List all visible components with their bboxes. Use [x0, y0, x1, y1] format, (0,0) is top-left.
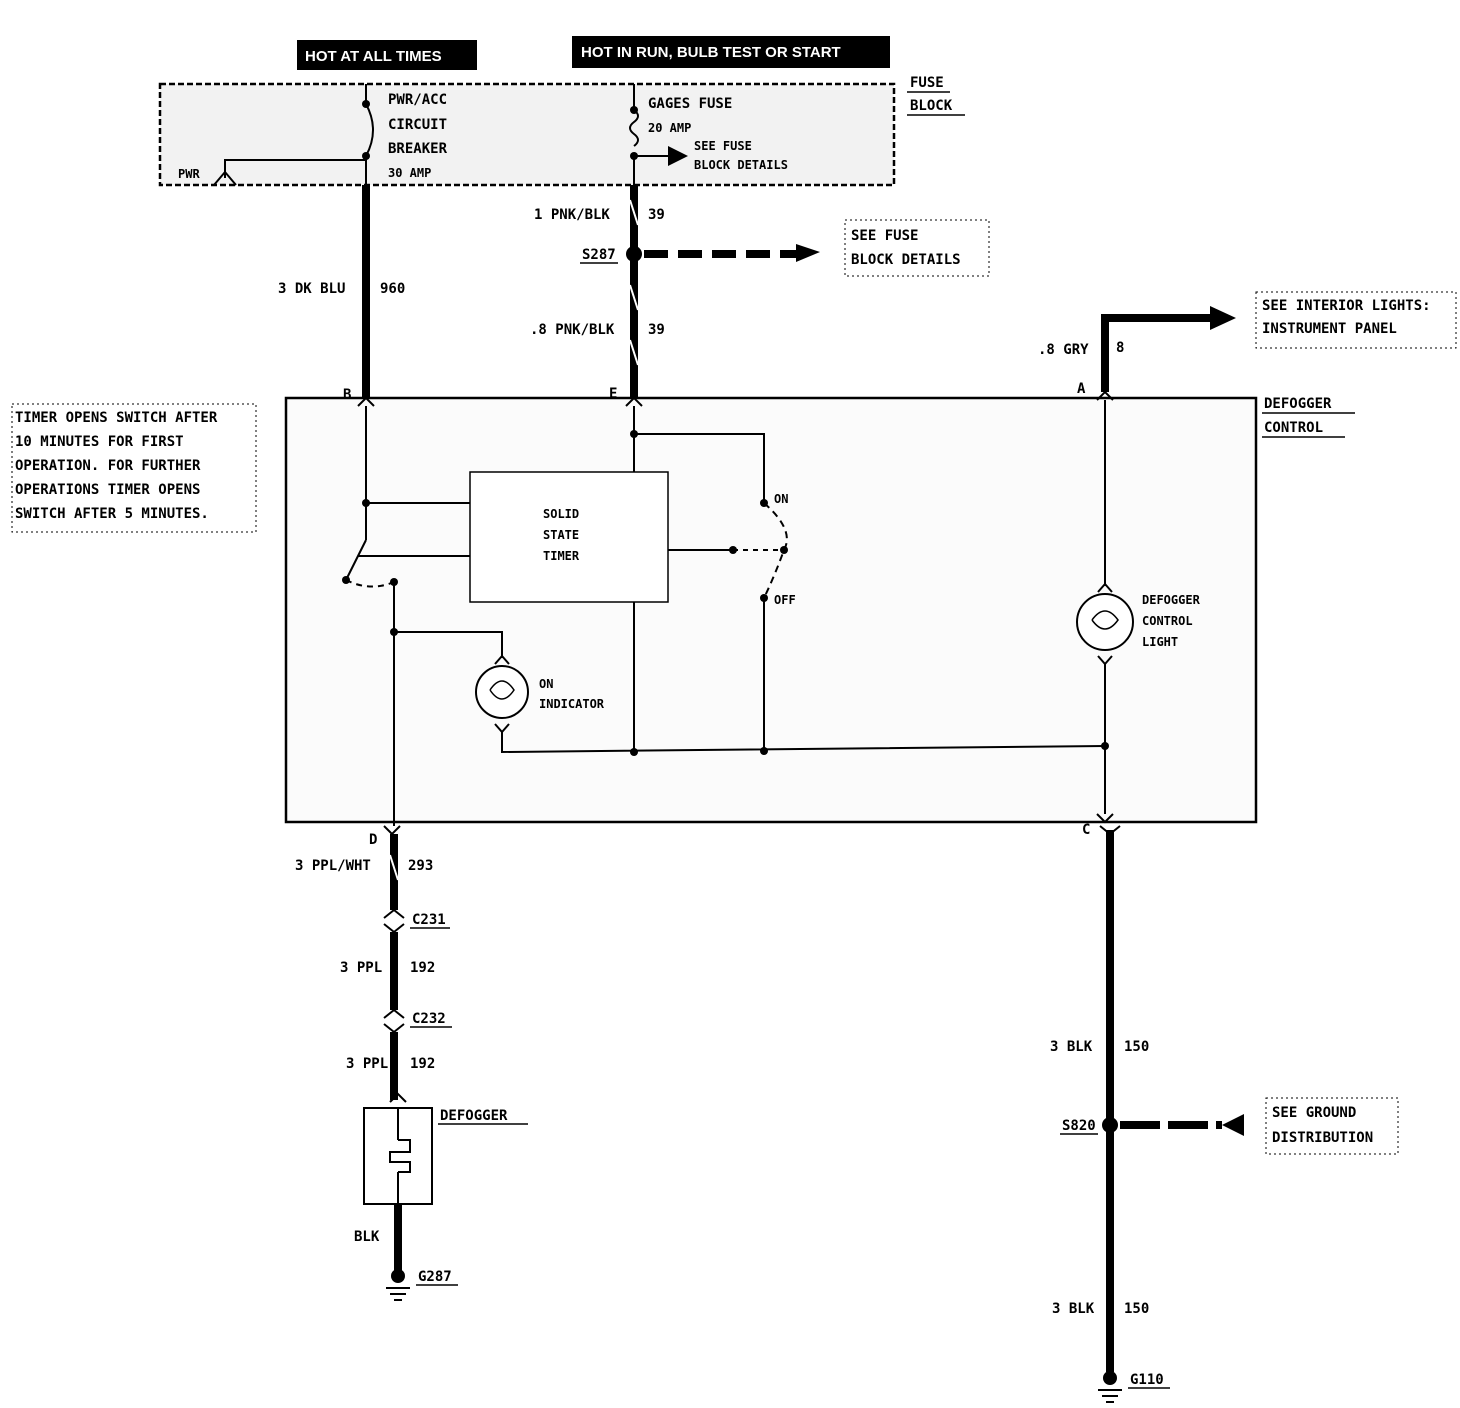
wire-960-circuit: 960 — [380, 281, 405, 297]
breaker-line1: PWR/ACC — [388, 92, 447, 108]
splice-s820-label: S820 — [1062, 1118, 1096, 1134]
timer-line2: STATE — [543, 528, 579, 542]
wire-39-upper-circuit: 39 — [648, 207, 665, 223]
defogger-label: DEFOGGER — [440, 1108, 508, 1124]
breaker-line3: BREAKER — [388, 141, 448, 157]
splice-s287-label: S287 — [582, 247, 616, 263]
wire-150-upper-circuit: 150 — [1124, 1039, 1149, 1055]
wire-blk-defogger-gauge: BLK — [354, 1229, 380, 1245]
banner-hot-in-run: HOT IN RUN, BULB TEST OR START — [572, 36, 890, 68]
wire-39-upper-gauge: 1 PNK/BLK — [534, 207, 610, 223]
timer-note-line2: 10 MINUTES FOR FIRST — [15, 434, 184, 450]
defogger-control-light-bulb — [1076, 582, 1134, 666]
connector-c232: C232 — [383, 1008, 452, 1034]
defogger-control-name-line1: DEFOGGER — [1264, 396, 1332, 412]
wire-192-upper-gauge: 3 PPL — [340, 960, 382, 976]
fuse-see-line1: SEE FUSE — [694, 139, 752, 153]
control-light-line2: CONTROL — [1142, 614, 1193, 628]
on-indicator-line2: INDICATOR — [539, 697, 605, 711]
splice-s287: S287 — [580, 244, 820, 264]
breaker-line2: CIRCUIT — [388, 117, 447, 133]
gages-fuse-symbol — [629, 84, 688, 185]
wire-8-circuit: 8 — [1116, 340, 1124, 356]
wire-960-gauge: 3 DK BLU — [278, 281, 345, 297]
fuse-block-name-line1: FUSE — [910, 75, 944, 91]
ref-fuse-block-details: SEE FUSE BLOCK DETAILS — [844, 219, 990, 277]
connector-c231: C231 — [383, 908, 450, 934]
wire-150-upper-gauge: 3 BLK — [1050, 1039, 1093, 1055]
connector-c231-label: C231 — [412, 912, 446, 928]
on-indicator-line1: ON — [539, 677, 553, 691]
ref-interior-line1: SEE INTERIOR LIGHTS: — [1262, 298, 1431, 314]
defogger-control-module: DEFOGGER CONTROL B E A D C SOLID STATE T… — [284, 381, 1355, 848]
fuse-amp: 20 AMP — [648, 121, 691, 135]
wire-293: 3 PPL/WHT 293 — [295, 834, 433, 910]
circuit-breaker-symbol — [213, 84, 374, 186]
fuse-see-line2: BLOCK DETAILS — [694, 158, 788, 172]
ground-g110: G110 — [1098, 1371, 1170, 1403]
pin-c-label: C — [1082, 822, 1090, 838]
fuse-block: FUSE BLOCK PWR PWR/ACC CIRCUIT BREAKER 3… — [158, 75, 965, 187]
timer-note-line5: SWITCH AFTER 5 MINUTES. — [15, 506, 209, 522]
connector-c232-label: C232 — [412, 1011, 446, 1027]
ref-ground-line1: SEE GROUND — [1272, 1105, 1356, 1121]
ref-ground-distribution: SEE GROUND DISTRIBUTION — [1265, 1097, 1399, 1155]
switch-on-label: ON — [774, 492, 788, 506]
wire-192-upper-circuit: 192 — [410, 960, 435, 976]
wire-293-circuit: 293 — [408, 858, 433, 874]
wire-293-gauge: 3 PPL/WHT — [295, 858, 371, 874]
wire-39: 1 PNK/BLK 39 .8 PNK/BLK 39 — [530, 185, 665, 398]
wire-blk-defogger: BLK — [354, 1204, 402, 1272]
wire-192-lower-gauge: 3 PPL — [346, 1056, 388, 1072]
splice-s820: S820 — [1060, 1114, 1244, 1136]
pin-d-label: D — [369, 832, 377, 848]
ground-g110-label: G110 — [1130, 1372, 1164, 1388]
pin-b-label: B — [343, 387, 351, 403]
ref-fuse-details-line1: SEE FUSE — [851, 228, 918, 244]
wire-192-lower: 3 PPL 192 — [346, 1032, 435, 1100]
ground-g287-label: G287 — [418, 1269, 452, 1285]
breaker-amp: 30 AMP — [388, 166, 431, 180]
banner-hot-at-all-times-text: HOT AT ALL TIMES — [305, 48, 442, 65]
timer-note: TIMER OPENS SWITCH AFTER 10 MINUTES FOR … — [11, 403, 257, 533]
pin-a-label: A — [1077, 381, 1086, 397]
banner-hot-in-run-text: HOT IN RUN, BULB TEST OR START — [581, 44, 841, 61]
wire-150: 3 BLK 150 3 BLK 150 — [1050, 825, 1149, 1372]
wire-960: 3 DK BLU 960 — [278, 185, 405, 398]
pin-e-label: E — [609, 386, 617, 402]
wire-150-lower-circuit: 150 — [1124, 1301, 1149, 1317]
wire-192-upper: 3 PPL 192 — [340, 932, 435, 1010]
banner-hot-at-all-times: HOT AT ALL TIMES — [297, 40, 477, 70]
ground-g287: G287 — [386, 1269, 458, 1301]
ref-ground-line2: DISTRIBUTION — [1272, 1130, 1373, 1146]
wire-192-lower-circuit: 192 — [410, 1056, 435, 1072]
defogger-element: DEFOGGER — [363, 1092, 528, 1205]
timer-note-line4: OPERATIONS TIMER OPENS — [15, 482, 200, 498]
timer-line1: SOLID — [543, 507, 579, 521]
pwr-label: PWR — [178, 167, 200, 181]
fuse-name: GAGES FUSE — [648, 96, 732, 112]
ref-interior-lights: SEE INTERIOR LIGHTS: INSTRUMENT PANEL — [1255, 291, 1457, 349]
wire-39-lower-gauge: .8 PNK/BLK — [530, 322, 615, 338]
switch-off-label: OFF — [774, 593, 796, 607]
control-light-line3: LIGHT — [1142, 635, 1178, 649]
fuse-block-name-line2: BLOCK — [910, 98, 953, 114]
ref-interior-line2: INSTRUMENT PANEL — [1262, 321, 1397, 337]
wire-39-lower-circuit: 39 — [648, 322, 665, 338]
wire-8-gauge: .8 GRY — [1038, 342, 1089, 358]
timer-note-line3: OPERATION. FOR FURTHER — [15, 458, 201, 474]
ref-fuse-details-line2: BLOCK DETAILS — [851, 252, 961, 268]
wire-8: .8 GRY 8 — [1038, 306, 1236, 392]
wire-150-lower-gauge: 3 BLK — [1052, 1301, 1095, 1317]
control-light-line1: DEFOGGER — [1142, 593, 1201, 607]
timer-note-line1: TIMER OPENS SWITCH AFTER — [15, 410, 218, 426]
defogger-control-name-line2: CONTROL — [1264, 420, 1323, 436]
timer-line3: TIMER — [543, 549, 580, 563]
